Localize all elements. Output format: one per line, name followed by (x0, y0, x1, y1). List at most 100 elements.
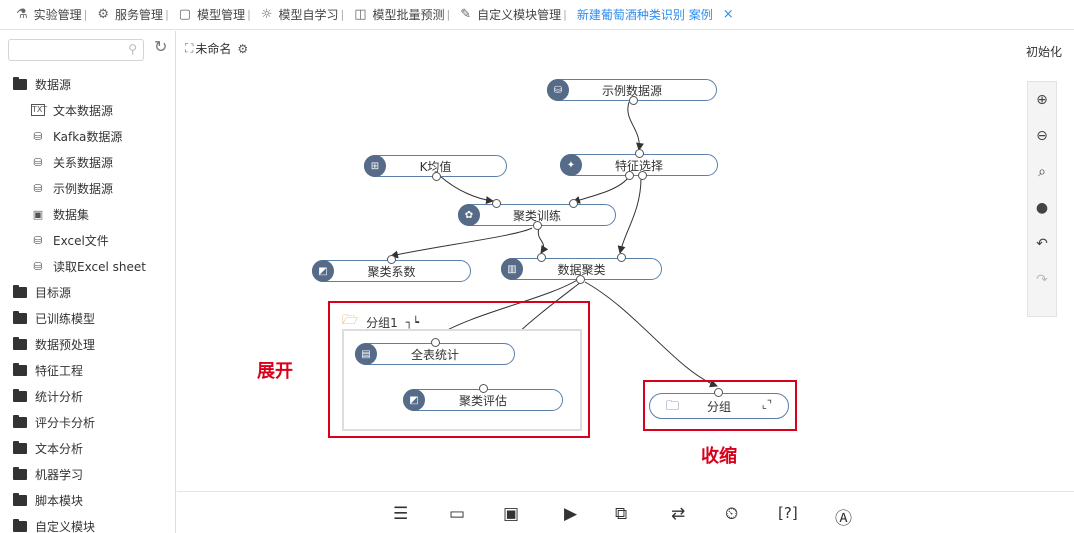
folder-icon (13, 388, 27, 402)
output-port[interactable] (625, 171, 634, 180)
input-port[interactable] (537, 253, 546, 262)
input-port[interactable] (492, 199, 501, 208)
tab-wine-case[interactable]: 新建葡萄酒种类识别 案例× (576, 7, 734, 22)
database-icon: ⛁ (33, 129, 43, 143)
fit-view-icon[interactable]: ⌕ (1038, 164, 1046, 180)
tree-folder-ml[interactable]: 机器学习 (0, 461, 175, 487)
menu-service[interactable]: ⚙服务管理 (97, 7, 164, 22)
menu-self-learning[interactable]: ☼模型自学习 (260, 7, 339, 22)
tree-folder-custom[interactable]: 自定义模块 (0, 513, 175, 533)
tree-folder-text-analysis[interactable]: 文本分析 (0, 435, 175, 461)
save-as-icon[interactable]: ▣ (503, 504, 520, 524)
auto-icon[interactable]: Ⓐ (835, 509, 852, 529)
feature-icon: ✦ (560, 154, 582, 176)
tree-folder-statistics[interactable]: 统计分析 (0, 383, 175, 409)
tree-item-excel-file[interactable]: ⛁Excel文件 (0, 227, 175, 253)
redo-icon[interactable]: ↷ (1036, 272, 1048, 288)
input-port[interactable] (569, 199, 578, 208)
menu-custom-module[interactable]: ✎自定义模块管理 (460, 7, 562, 22)
run-icon[interactable]: ▶ (564, 504, 578, 524)
zoom-out-icon[interactable]: ⊖ (1036, 128, 1048, 144)
folder-icon (13, 310, 27, 324)
schedule-icon[interactable]: ⏲ (725, 504, 739, 524)
input-port[interactable] (635, 149, 644, 158)
close-icon[interactable]: × (722, 7, 734, 22)
highlight-collapsed (643, 380, 797, 431)
locate-icon[interactable]: ● (1035, 200, 1049, 216)
output-port[interactable] (638, 171, 647, 180)
output-port[interactable] (576, 275, 585, 284)
list-icon[interactable]: ☰ (393, 504, 409, 524)
group-collapsed[interactable]: 🗀 分组 ⌞⌝ (649, 388, 789, 419)
database-icon: ⛁ (547, 79, 569, 101)
input-port[interactable] (479, 384, 488, 393)
collapse-icon[interactable]: ┐┕ (405, 315, 420, 329)
tree-item-relational-source[interactable]: ⛁关系数据源 (0, 149, 175, 175)
folder-icon (13, 284, 27, 298)
hierarchy-icon: ⛁ (33, 155, 43, 169)
tree-folder-datasource[interactable]: 数据源 (0, 71, 175, 97)
node-cluster-train[interactable]: ✿ 聚类训练 (458, 199, 616, 230)
search-input[interactable] (13, 40, 123, 60)
dataset-icon: ▣ (32, 207, 44, 221)
highlight-expanded (328, 301, 590, 438)
service-icon: ⚙ (97, 7, 110, 22)
tree-folder-target[interactable]: 目标源 (0, 279, 175, 305)
settings-icon[interactable]: ⚙ (237, 41, 249, 56)
initialize-button[interactable]: 初始化 (1025, 45, 1062, 59)
switch-icon[interactable]: ⇄ (671, 504, 686, 524)
text-file-icon: TXT (31, 104, 48, 116)
node-data-cluster[interactable]: ▥ 数据聚类 (501, 253, 662, 284)
node-kmeans[interactable]: ⊞ K均值 (364, 155, 507, 181)
edge (572, 177, 629, 204)
output-port[interactable] (629, 96, 638, 105)
tree-item-dataset[interactable]: ▣数据集 (32, 207, 90, 222)
node-cluster-coef[interactable]: ◩ 聚类系数 (312, 255, 471, 282)
edge (617, 177, 642, 254)
tree-folder-scorecard[interactable]: 评分卡分析 (0, 409, 175, 435)
menu-model[interactable]: ▢模型管理 (178, 7, 246, 22)
output-port[interactable] (533, 221, 542, 230)
menu-batch-predict[interactable]: ◫模型批量预测 (354, 7, 445, 22)
undo-icon[interactable]: ↶ (1036, 236, 1048, 252)
save-icon[interactable]: ▭ (449, 504, 466, 524)
node-sample-source[interactable]: ⛁ 示例数据源 (547, 79, 717, 105)
tree-folder-preprocess[interactable]: 数据预处理 (0, 331, 175, 357)
input-port[interactable] (714, 388, 723, 397)
folder-icon (13, 414, 27, 428)
node-cluster-eval[interactable]: ◩ 聚类评估 (403, 384, 563, 411)
menu-experiment[interactable]: ⚗实验管理 (16, 7, 82, 22)
folder-icon (13, 492, 27, 506)
tree-item-kafka-source[interactable]: ⛁Kafka数据源 (0, 123, 175, 149)
tree-folder-feature-eng[interactable]: 特征工程 (0, 357, 175, 383)
zoom-in-icon[interactable]: ⊕ (1036, 92, 1048, 108)
eval-icon: ◩ (403, 389, 425, 411)
folder-icon (13, 362, 27, 376)
workflow-canvas[interactable]: ⛶ 未命名 ⚙ 初始化 ⛁ 示例数据源 ⊞ K均值 (177, 31, 1074, 491)
data-cluster-icon: ▥ (501, 258, 523, 280)
help-icon[interactable]: [?] (778, 504, 798, 522)
bulb-icon: ☼ (260, 7, 273, 22)
export-icon[interactable]: ⧉ (615, 504, 628, 524)
top-menu-bar: ⚗实验管理 | ⚙服务管理 | ▢模型管理 | ☼模型自学习 | ◫模型批量预测… (0, 0, 1074, 30)
input-port[interactable] (431, 338, 440, 347)
expand-icon[interactable]: ⌞⌝ (761, 398, 772, 411)
tree-folder-trained-model[interactable]: 已训练模型 (0, 305, 175, 331)
search-icon[interactable]: ⚲ (128, 42, 137, 56)
output-port[interactable] (432, 172, 441, 181)
edge (390, 227, 533, 259)
input-port[interactable] (617, 253, 626, 262)
tree-item-sample-source[interactable]: ⛁示例数据源 (0, 175, 175, 201)
folder-icon (13, 336, 27, 350)
input-port[interactable] (387, 255, 396, 264)
node-feature-select[interactable]: ✦ 特征选择 (560, 149, 718, 180)
folder-icon (13, 518, 27, 532)
refresh-icon[interactable]: ↻ (154, 37, 168, 56)
group-expanded-header[interactable]: 🗁 分组1 ┐┕ (342, 311, 419, 333)
tree-item-excel-sheet[interactable]: ⛁读取Excel sheet (0, 253, 175, 279)
edge (439, 175, 494, 205)
tree-folder-script[interactable]: 脚本模块 (0, 487, 175, 513)
node-full-stats[interactable]: ▤ 全表统计 (355, 338, 515, 365)
